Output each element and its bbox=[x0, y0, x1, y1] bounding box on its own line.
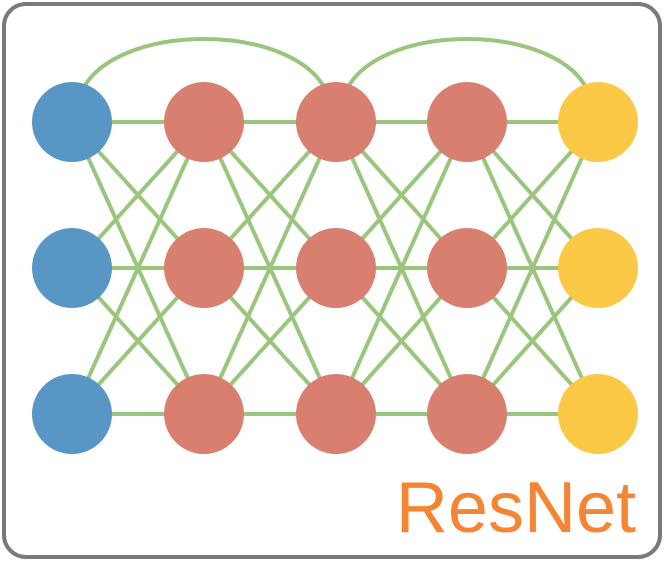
connection-3-2-to-4-0 bbox=[465, 121, 600, 415]
connection-1-2-to-2-0 bbox=[202, 121, 338, 415]
output-node-2 bbox=[558, 228, 638, 308]
hidden-1-node-2 bbox=[164, 228, 244, 308]
connection-2-2-to-3-0 bbox=[334, 121, 469, 415]
input-node-1 bbox=[32, 82, 112, 162]
hidden-2-node-1 bbox=[296, 82, 376, 162]
hidden-2-node-3 bbox=[296, 374, 376, 454]
hidden-1-node-1 bbox=[164, 82, 244, 162]
hidden-3-node-2 bbox=[427, 228, 507, 308]
hidden-2-node-2 bbox=[296, 228, 376, 308]
skip-connections-group bbox=[78, 37, 592, 97]
connection-0-2-to-1-0 bbox=[70, 121, 206, 415]
output-node-1 bbox=[558, 82, 638, 162]
hidden-3-node-3 bbox=[427, 374, 507, 454]
skip-connection-0-to-2 bbox=[78, 37, 330, 97]
hidden-1-node-3 bbox=[164, 374, 244, 454]
resnet-label: ResNet bbox=[396, 468, 636, 548]
input-node-2 bbox=[32, 228, 112, 308]
output-node-3 bbox=[558, 374, 638, 454]
input-node-3 bbox=[32, 374, 112, 454]
skip-connection-2-to-4 bbox=[342, 37, 592, 97]
nodes-group bbox=[32, 82, 638, 454]
hidden-3-node-1 bbox=[427, 82, 507, 162]
